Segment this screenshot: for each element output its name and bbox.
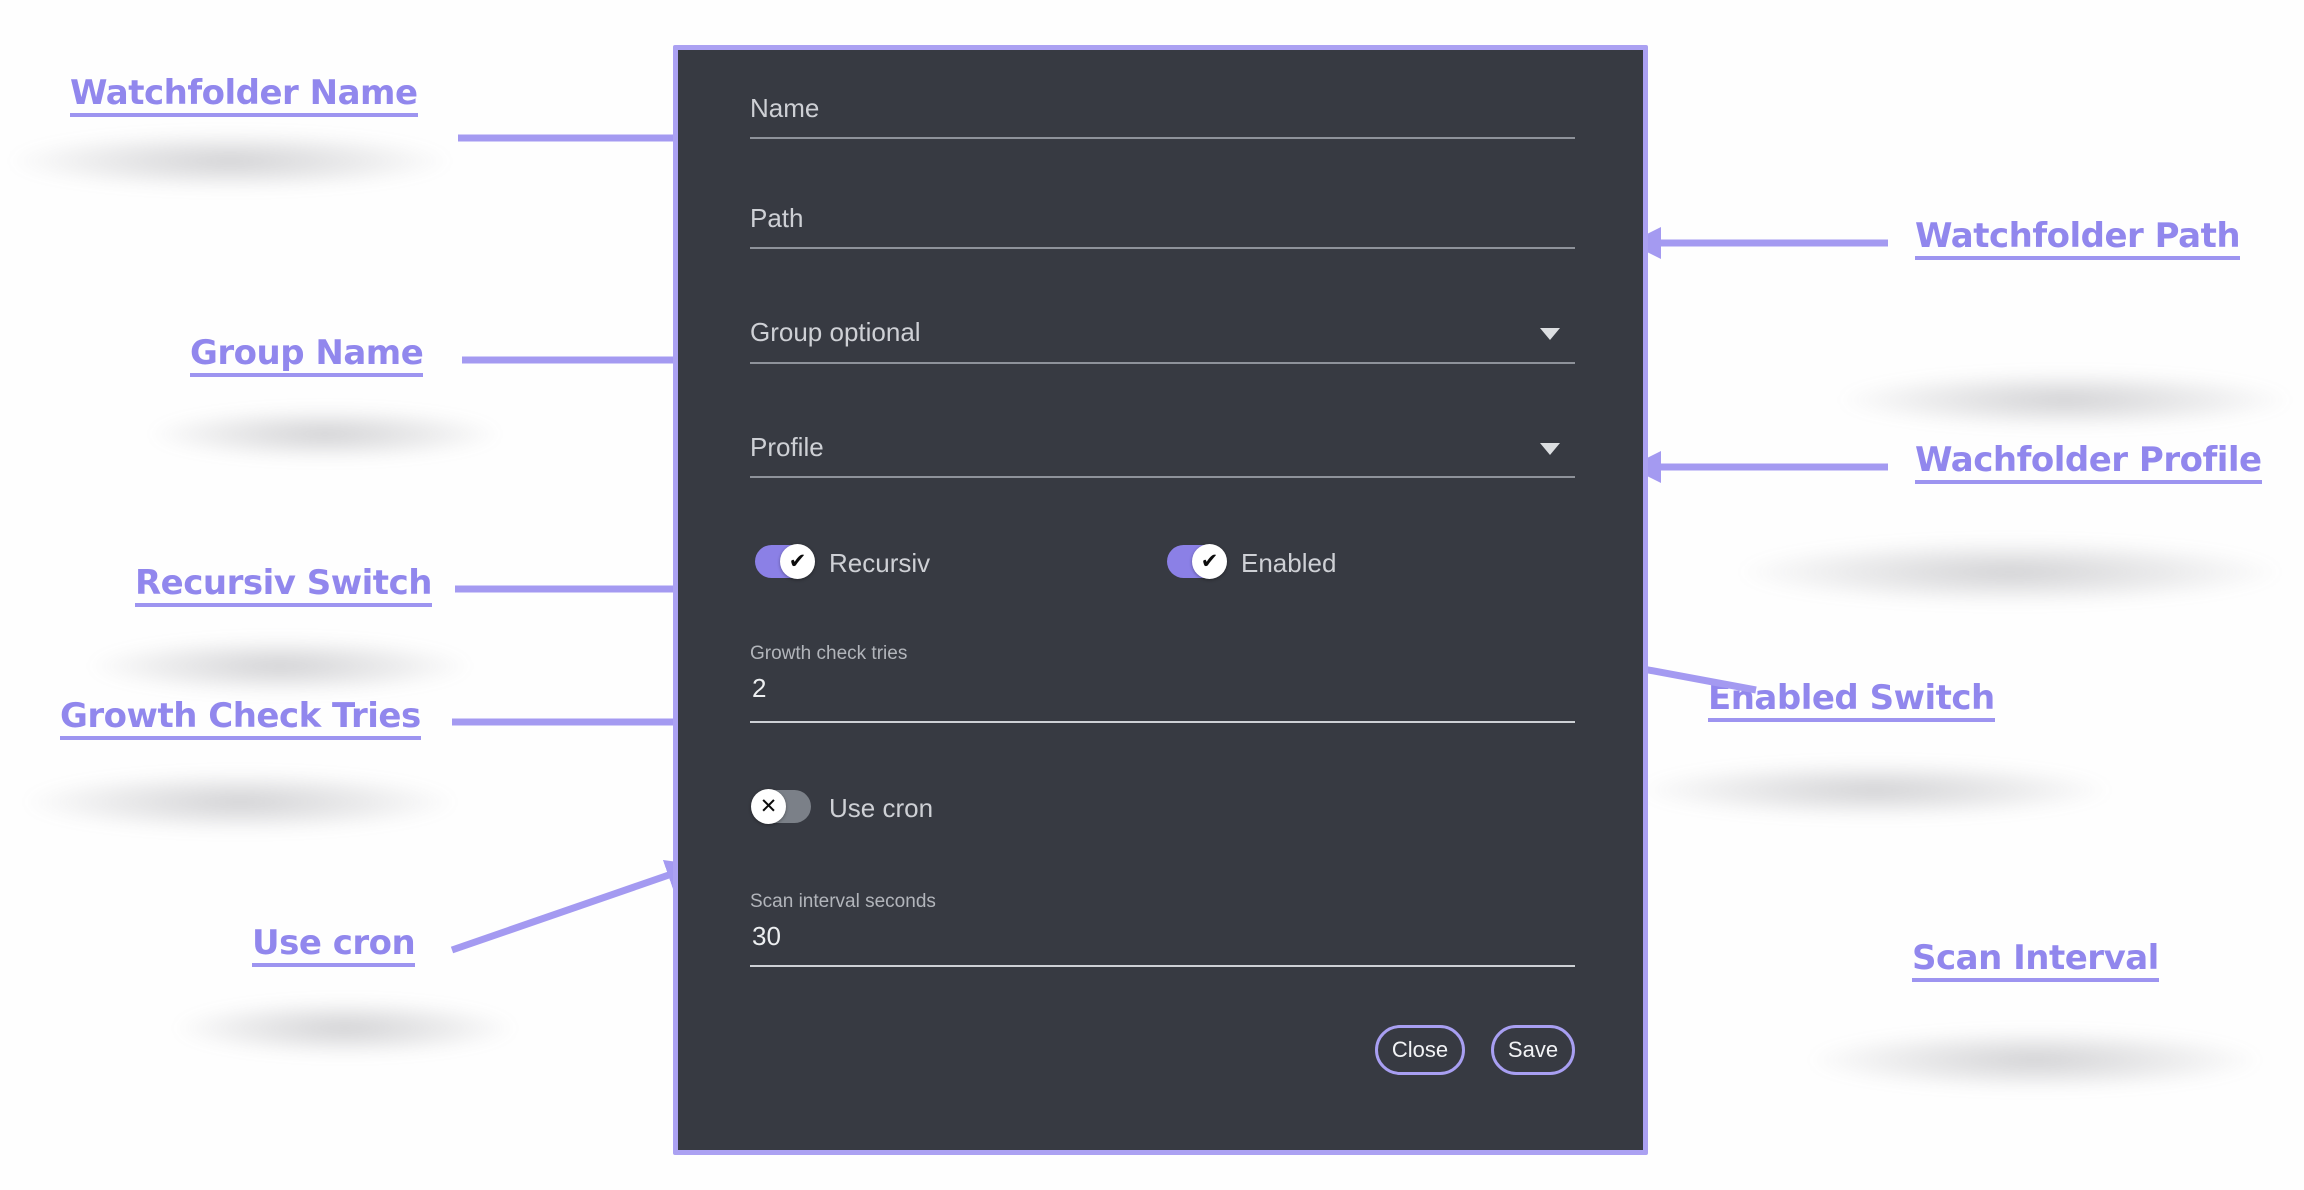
growth-check-tries-label: Growth check tries [750,643,908,664]
path-input[interactable] [750,247,1575,249]
scan-interval-label: Scan interval seconds [750,891,936,912]
shadow-blob [175,1000,515,1056]
arrow-use-cron [450,860,699,954]
annotation-recursiv-switch: Recursiv Switch [135,564,432,608]
growth-check-tries-input[interactable] [750,721,1575,723]
shadow-blob [90,638,470,694]
enabled-switch[interactable]: ✔ [1167,544,1227,579]
shadow-blob [150,408,500,460]
annotation-scan-interval: Scan Interval [1912,939,2159,983]
annotation-enabled-switch: Enabled Switch [1708,679,1995,723]
annotation-watchfolder-name: Watchfolder Name [70,74,418,118]
annotation-wachfolder-profile: Wachfolder Profile [1915,441,2262,485]
path-field-label: Path [750,203,804,233]
enabled-switch-label: Enabled [1241,548,1337,578]
save-button[interactable]: Save [1491,1025,1575,1075]
watchfolder-dialog: Name Path Group optional Profile ✔ Recur… [673,45,1648,1155]
name-input[interactable] [750,137,1575,139]
close-button[interactable]: Close [1375,1025,1465,1075]
scan-interval-value[interactable]: 30 [752,921,781,951]
dropdown-caret-icon[interactable] [1540,328,1560,340]
dropdown-caret-icon[interactable] [1540,443,1560,455]
check-icon: ✔ [1192,544,1227,579]
annotation-watchfolder-path: Watchfolder Path [1915,217,2241,261]
cross-icon: ✕ [751,789,786,824]
use-cron-switch[interactable]: ✕ [751,789,811,824]
shadow-blob [10,132,450,190]
name-field-label: Name [750,93,820,123]
shadow-blob [1740,540,2280,604]
scan-interval-input[interactable] [750,965,1575,967]
shadow-blob [1640,762,2110,818]
use-cron-switch-label: Use cron [829,793,934,823]
annotation-use-cron: Use cron [252,924,416,968]
shadow-blob [25,772,455,832]
recursiv-switch-label: Recursiv [829,548,931,578]
annotation-group-name: Group Name [190,334,424,378]
group-select-label: Group optional [750,317,921,347]
check-icon: ✔ [780,544,815,579]
growth-check-tries-value[interactable]: 2 [752,673,767,703]
group-select[interactable] [750,362,1575,364]
shadow-blob [1840,372,2290,428]
profile-select-label: Profile [750,432,824,462]
profile-select[interactable] [750,476,1575,478]
recursiv-switch[interactable]: ✔ [755,544,815,579]
annotation-growth-check-tries: Growth Check Tries [60,697,421,741]
shadow-blob [1810,1030,2260,1090]
